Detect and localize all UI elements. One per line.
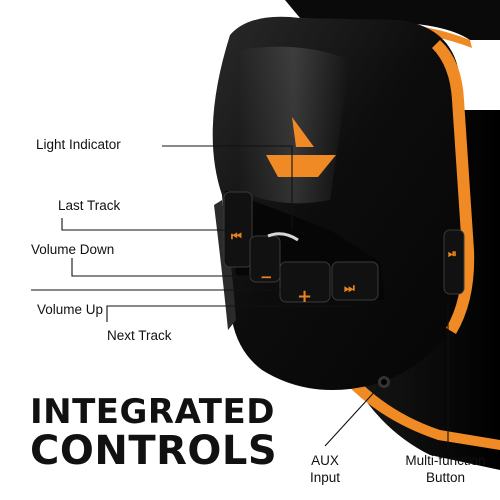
- play-pause-icon: ⏯: [448, 247, 457, 260]
- brand-logo: [266, 117, 336, 177]
- volume-down-button: [249, 235, 281, 283]
- aux-input-label: AUX Input: [300, 452, 350, 486]
- next-icon: ⏭: [344, 281, 355, 295]
- previous-icon: ⏮: [231, 229, 242, 243]
- volume-down-line: [71, 258, 255, 277]
- headline-line1: INTEGRATED: [30, 392, 275, 432]
- minus-icon: −: [260, 268, 273, 286]
- multifunction-button: [443, 229, 465, 295]
- aux-input-line: [324, 387, 379, 447]
- next-track-line: [106, 305, 353, 322]
- last-track-label: Last Track: [58, 198, 121, 213]
- aux-input-label-line1: AUX: [311, 453, 339, 468]
- headline-line2: CONTROLS: [30, 428, 278, 474]
- volume-up-button: [279, 261, 331, 303]
- last-track-line: [61, 218, 236, 231]
- multifunction-label-line2: Button: [425, 470, 466, 485]
- volume-down-label: Volume Down: [31, 242, 115, 257]
- next-track-button: [331, 261, 379, 301]
- multifunction-label: Multi-function Button: [393, 452, 498, 486]
- plus-icon: +: [297, 286, 313, 307]
- next-track-label: Next Track: [107, 328, 172, 343]
- aux-input-label-line2: Input: [309, 470, 341, 485]
- callout-lines: [31, 145, 449, 448]
- light-indicator-label: Light Indicator: [36, 137, 121, 152]
- volume-up-label: Volume Up: [37, 302, 104, 317]
- multifunction-label-line1: Multi-function: [405, 453, 486, 468]
- light-indicator-line: [162, 145, 293, 228]
- cushion-accent-bottom: [332, 360, 500, 450]
- light-indicator-led: [267, 232, 299, 242]
